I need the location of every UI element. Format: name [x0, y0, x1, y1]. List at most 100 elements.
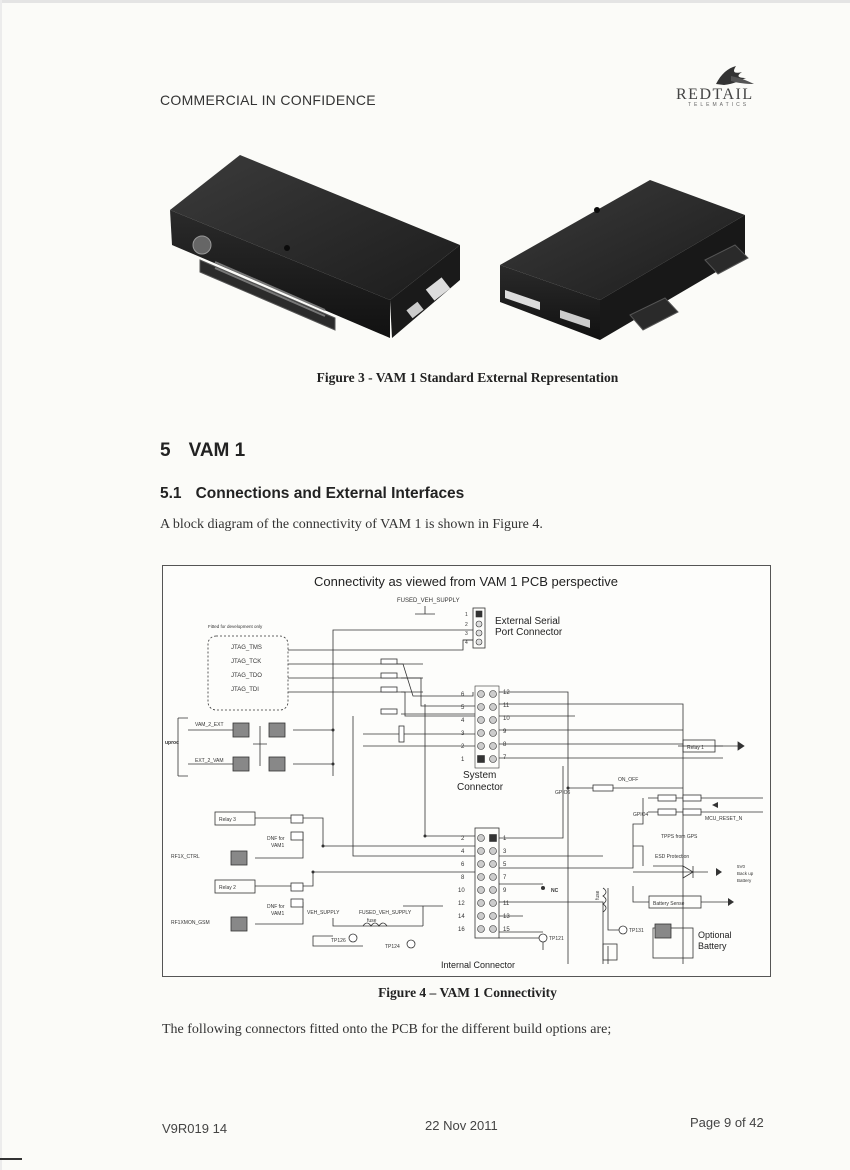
dev-only-box: [207, 635, 289, 711]
dnf-vam1-bottom-line2: VAM1: [271, 911, 284, 917]
serial-pin-4: 4: [465, 640, 468, 646]
sys-pin-11: 11: [503, 703, 510, 709]
veh-supply-label: VEH_SUPPLY: [307, 910, 340, 916]
system-connector-label-line1: System: [463, 770, 496, 781]
sys-pin-12: 12: [503, 690, 510, 696]
vam1-unit-left: [170, 155, 460, 338]
fused-veh-supply-bottom-label: FUSED_VEH_SUPPLY: [359, 910, 412, 916]
int-pin-8: 8: [461, 875, 465, 881]
scan-edge-left: [0, 0, 2, 1170]
internal-connector-pins: [477, 834, 497, 933]
section-number: 5: [160, 440, 171, 461]
resistors: [290, 658, 702, 908]
serial-port-label-line2: Port Connector: [495, 627, 563, 638]
sys-pin-5: 5: [461, 705, 465, 711]
relay-1-label: Relay 1: [687, 745, 704, 751]
on-off-label: ON_OFF: [618, 777, 638, 783]
subsection-number: 5.1: [160, 485, 182, 502]
connectivity-diagram: FUSED_VEH_SUPPLY 1 2 3 4 External Serial…: [162, 565, 771, 977]
vam1-unit-right: [500, 180, 749, 340]
ext-2-vam-label: EXT_2_VAM: [195, 758, 224, 764]
int-pin-13: 13: [503, 914, 510, 920]
buffer-blocks: [230, 722, 672, 939]
subsection-title: Connections and External Interfaces: [195, 485, 465, 502]
figure-4-caption: Figure 4 – VAM 1 Connectivity: [378, 985, 557, 1000]
inductor-fuse-label: fuse: [595, 890, 601, 900]
document-date: 22 Nov 2011: [425, 1118, 498, 1133]
jtag-tck-label: JTAG_TCK: [231, 659, 261, 665]
jtag-tdi-label: JTAG_TDI: [231, 687, 259, 693]
internal-connector-label: Internal Connector: [441, 960, 515, 970]
vam1-product-photo: [170, 155, 749, 340]
arrowheads: [311, 728, 734, 906]
inductor-symbol: [602, 887, 607, 913]
system-connector-pins: [474, 685, 500, 769]
tpps-label: TPPS from GPS: [661, 834, 698, 840]
backup-battery-line3: Battery: [737, 878, 752, 883]
relay-3-box: [214, 811, 256, 826]
serial-pin-3: 3: [465, 631, 468, 637]
relay-3-label: Relay 3: [219, 817, 236, 823]
fuse-label: fuse: [367, 918, 377, 924]
sys-pin-9: 9: [503, 729, 507, 735]
uproc-label: uproc: [165, 740, 179, 746]
int-pin-11: 11: [503, 901, 510, 907]
intro-paragraph: A block diagram of the connectivity of V…: [160, 517, 543, 532]
tp121-label: TP121: [549, 936, 564, 942]
section-heading: 5 VAM 1: [160, 440, 245, 462]
redtail-logo: [716, 66, 754, 85]
test-points: [348, 925, 628, 949]
subsection-heading: 5.1 Connections and External Interfaces: [160, 485, 464, 503]
logo-subtext: TELEMATICS: [688, 102, 750, 108]
fused-veh-supply-label: FUSED_VEH_SUPPLY: [397, 598, 460, 604]
optional-battery-box: [652, 927, 694, 959]
sys-pin-3: 3: [461, 731, 465, 737]
sys-pin-6: 6: [461, 692, 465, 698]
system-connector-label-line2: Connector: [457, 782, 504, 793]
serial-pin-2: 2: [465, 622, 468, 628]
dnf-vam1-bottom-line1: DNF for: [267, 904, 285, 910]
figure-3-caption: Figure 3 - VAM 1 Standard External Repre…: [316, 370, 619, 385]
gpio6-label: GPIO6: [555, 790, 571, 796]
tp131-label: TP131: [629, 928, 644, 934]
sys-pin-7: 7: [503, 755, 507, 761]
relay-1-block: [682, 739, 745, 753]
serial-pin-1: 1: [465, 612, 468, 618]
logo-text: REDTAIL: [676, 86, 754, 103]
int-pin-12: 12: [458, 901, 465, 907]
vam-2-ext-label: VAM_2_EXT: [195, 722, 224, 728]
confidentiality-header: COMMERCIAL IN CONFIDENCE: [160, 92, 376, 108]
int-pin-6: 6: [461, 862, 465, 868]
page-number: Page 9 of 42: [690, 1115, 764, 1130]
nc-label: NC: [551, 888, 559, 894]
relay-2-label: Relay 2: [219, 885, 236, 891]
gpio4-label: GPIO4: [633, 812, 649, 818]
int-pin-2: 2: [461, 836, 465, 842]
sys-pin-2: 2: [461, 744, 465, 750]
connectors-paragraph: The following connectors fitted onto the…: [162, 1022, 612, 1037]
dnf-vam1-top-line2: VAM1: [271, 843, 284, 849]
diagram-title: Connectivity as viewed from VAM 1 PCB pe…: [314, 574, 618, 589]
int-pin-1: 1: [503, 836, 507, 842]
sys-pin-1: 1: [461, 757, 465, 763]
serial-port-connector: [472, 607, 486, 649]
int-pin-4: 4: [461, 849, 465, 855]
int-pin-9: 9: [503, 888, 507, 894]
serial-port-label-line1: External Serial: [495, 616, 560, 627]
rf1xmon-gsm-label: RF1XMON_GSM: [171, 920, 210, 926]
optional-battery-line2: Battery: [698, 941, 727, 951]
serial-port-pins: [475, 610, 483, 646]
jtag-tdo-label: JTAG_TDO: [231, 673, 262, 679]
sys-pin-10: 10: [503, 716, 510, 722]
sys-pin-8: 8: [503, 742, 507, 748]
scan-mark: [0, 1158, 22, 1160]
int-pin-3: 3: [503, 849, 507, 855]
relay-2-box: [214, 879, 256, 894]
int-pin-14: 14: [458, 914, 465, 920]
jtag-tms-label: JTAG_TMS: [231, 645, 262, 651]
section-title: VAM 1: [188, 440, 246, 461]
dnf-vam1-top-line1: DNF for: [267, 836, 285, 842]
dev-only-label: Fitted for development only: [208, 624, 263, 629]
mcu-reset-label: MCU_RESET_N: [705, 816, 743, 822]
sys-pin-4: 4: [461, 718, 465, 724]
